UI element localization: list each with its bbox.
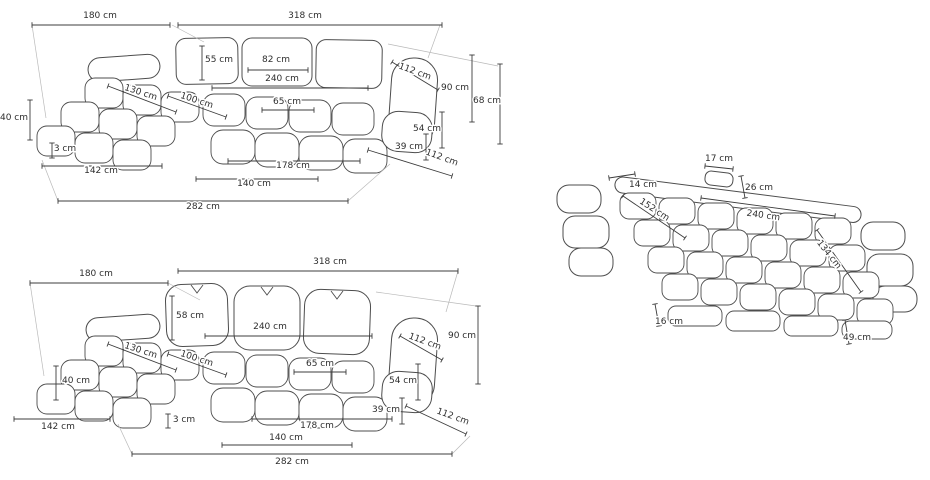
dim-label-front-width: 140 cm	[237, 179, 271, 189]
dim-label-seat-front-width: 178 cm	[276, 161, 310, 171]
dimension-lines	[608, 163, 864, 345]
dim-label-main-width: 318 cm	[288, 11, 322, 21]
dim-label-front-height: 39 cm	[372, 405, 400, 415]
dim-label-arm-height: 54 cm	[413, 124, 441, 134]
dim-label-back-cushion-height: 55 cm	[205, 55, 233, 65]
sofa-bed-diagram: 17 cm 14 cm 26 cm 152 cm 240 cm 134 cm 1…	[556, 153, 918, 345]
dim-label-arm-top-width: 14 cm	[629, 180, 657, 190]
dim-label-chaise-width: 180 cm	[79, 269, 113, 279]
dim-label-side-depth: 112 cm	[435, 407, 470, 428]
dim-label-side-depth: 112 cm	[424, 148, 459, 169]
extension-lines	[31, 24, 499, 202]
dim-label-front-width: 140 cm	[269, 433, 303, 443]
dim-label-leg-height: 3 cm	[54, 144, 76, 154]
dim-label-total-front-width: 282 cm	[275, 457, 309, 467]
dim-label-bed-height: 49 cm	[843, 333, 871, 343]
dim-label-chaise-front-width: 142 cm	[41, 422, 75, 432]
dim-label-chaise-front-width: 142 cm	[84, 166, 118, 176]
bed-body	[556, 170, 918, 340]
extension-lines	[29, 270, 477, 455]
dim-label-leg-height: 3 cm	[173, 415, 195, 425]
sofa-diagram-pillows: 180 cm 318 cm 58 cm 240 cm 112 cm 90 cm …	[13, 256, 481, 469]
dim-label-total-height: 90 cm	[448, 331, 476, 341]
dim-label-inner-seat-depth: 65 cm	[306, 359, 334, 369]
dim-label-chaise-width: 180 cm	[83, 11, 117, 21]
dim-label-total-front-width: 282 cm	[186, 202, 220, 212]
dim-label-back-cushion-width: 82 cm	[262, 55, 290, 65]
sofa-diagram-front: 180 cm 318 cm 55 cm 82 cm 240 cm 112 cm …	[0, 10, 503, 214]
dim-label-front-strip: 16 cm	[655, 317, 683, 327]
dim-label-arm-height: 54 cm	[389, 376, 417, 386]
dim-label-back-height: 68 cm	[473, 96, 501, 106]
dim-label-seat-length: 240 cm	[265, 74, 299, 84]
dim-label-inner-seat-depth: 65 cm	[273, 97, 301, 107]
dim-label-backrest-drop: 26 cm	[745, 183, 773, 193]
dim-label-front-height: 39 cm	[395, 142, 423, 152]
dim-label-headrest-depth: 17 cm	[705, 154, 733, 164]
dim-label-base-height: 40 cm	[62, 376, 90, 386]
dim-label-pillow-height: 58 cm	[176, 311, 204, 321]
sofa-body	[36, 37, 439, 174]
dimension-lines	[27, 22, 503, 204]
dimension-lines	[13, 268, 481, 457]
dim-label-seat-front-width: 178 cm	[300, 421, 334, 431]
dim-label-main-width: 318 cm	[313, 257, 347, 267]
dim-label-seat-length: 240 cm	[253, 322, 287, 332]
dim-label-base-height: 40 cm	[0, 113, 28, 123]
dim-label-total-height: 90 cm	[441, 83, 469, 93]
